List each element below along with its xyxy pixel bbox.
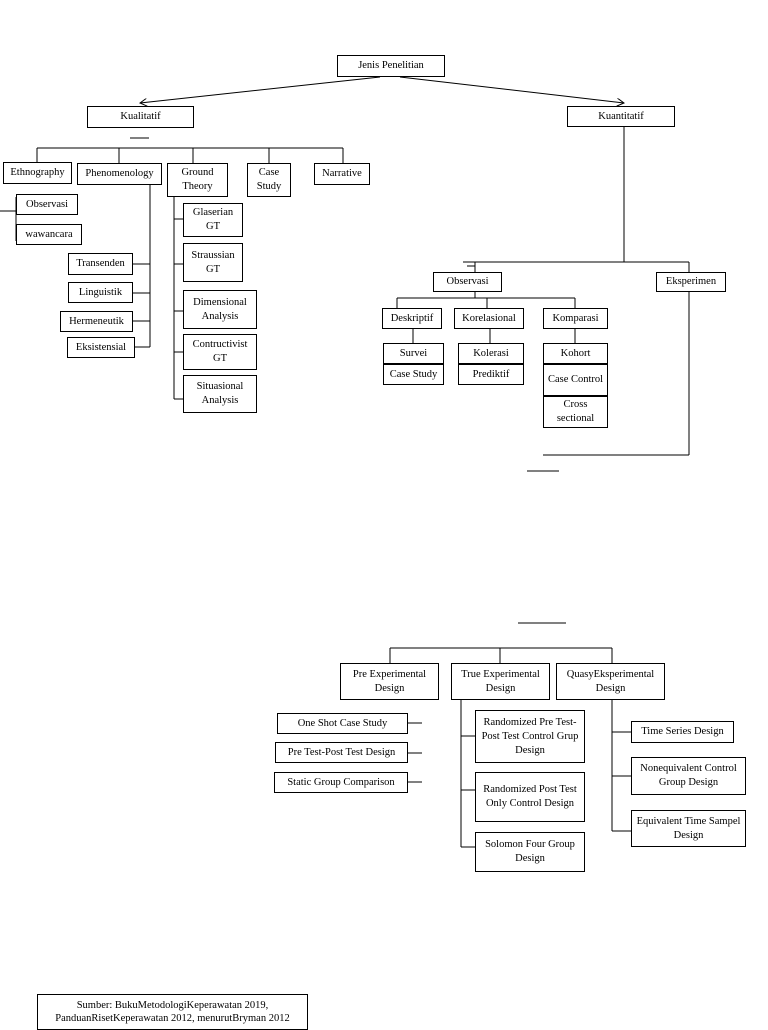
node-solomon-four-group: Solomon Four Group Design — [475, 832, 585, 872]
node-kohort: Kohort — [543, 343, 608, 364]
node-time-series-design: Time Series Design — [631, 721, 734, 743]
node-quasy-experimental-design: QuasyEksperimental Design — [556, 663, 665, 700]
node-grounded-theory: Ground Theory — [167, 163, 228, 197]
node-dimensional-analysis: Dimensional Analysis — [183, 290, 257, 329]
node-deskriptif: Deskriptif — [382, 308, 442, 329]
node-randomized-pre-post: Randomized Pre Test-Post Test Control Gr… — [475, 710, 585, 763]
node-narrative: Narrative — [314, 163, 370, 185]
node-glaserian-gt: Glaserian GT — [183, 203, 243, 237]
node-korelasional: Korelasional — [454, 308, 524, 329]
node-eksperimen: Eksperimen — [656, 272, 726, 292]
node-observasi-kualitatif: Observasi — [16, 194, 78, 215]
node-hermeneutik: Hermeneutik — [60, 311, 133, 332]
node-observasi-kuantitatif: Observasi — [433, 272, 502, 292]
node-one-shot-case-study: One Shot Case Study — [277, 713, 408, 734]
node-cross-sectional: Cross sectional — [543, 396, 608, 428]
node-prediktif: Prediktif — [458, 364, 524, 385]
source-note: Sumber: BukuMetodologiKeperawatan 2019, … — [37, 994, 308, 1030]
node-eksistensial: Eksistensial — [67, 337, 135, 358]
node-komparasi: Komparasi — [543, 308, 608, 329]
node-kualitatif: Kualitatif — [87, 106, 194, 128]
node-ethnography: Ethnography — [3, 162, 72, 184]
node-nonequivalent-control-group: Nonequivalent Control Group Design — [631, 757, 746, 795]
node-case-study: Case Study — [247, 163, 291, 197]
node-static-group-comparison: Static Group Comparison — [274, 772, 408, 793]
node-transenden: Transenden — [68, 253, 133, 275]
node-true-experimental-design: True Experimental Design — [451, 663, 550, 700]
node-linguistik: Linguistik — [68, 282, 133, 303]
node-pre-experimental-design: Pre Experimental Design — [340, 663, 439, 700]
node-case-study-kuantitatif: Case Study — [383, 364, 444, 385]
node-straussian-gt: Straussian GT — [183, 243, 243, 282]
node-kolerasi: Kolerasi — [458, 343, 524, 364]
node-jenis-penelitian: Jenis Penelitian — [337, 55, 445, 77]
node-wawancara: wawancara — [16, 224, 82, 245]
node-kuantitatif: Kuantitatif — [567, 106, 675, 127]
node-constructivist-gt: Contructivist GT — [183, 334, 257, 370]
node-equivalent-time-sampel: Equivalent Time Sampel Design — [631, 810, 746, 847]
node-situasional-analysis: Situasional Analysis — [183, 375, 257, 413]
node-phenomenology: Phenomenology — [77, 163, 162, 185]
node-case-control: Case Control — [543, 364, 608, 396]
node-pre-test-post-test-design: Pre Test-Post Test Design — [275, 742, 408, 763]
node-survei: Survei — [383, 343, 444, 364]
node-randomized-post-only: Randomized Post Test Only Control Design — [475, 772, 585, 822]
